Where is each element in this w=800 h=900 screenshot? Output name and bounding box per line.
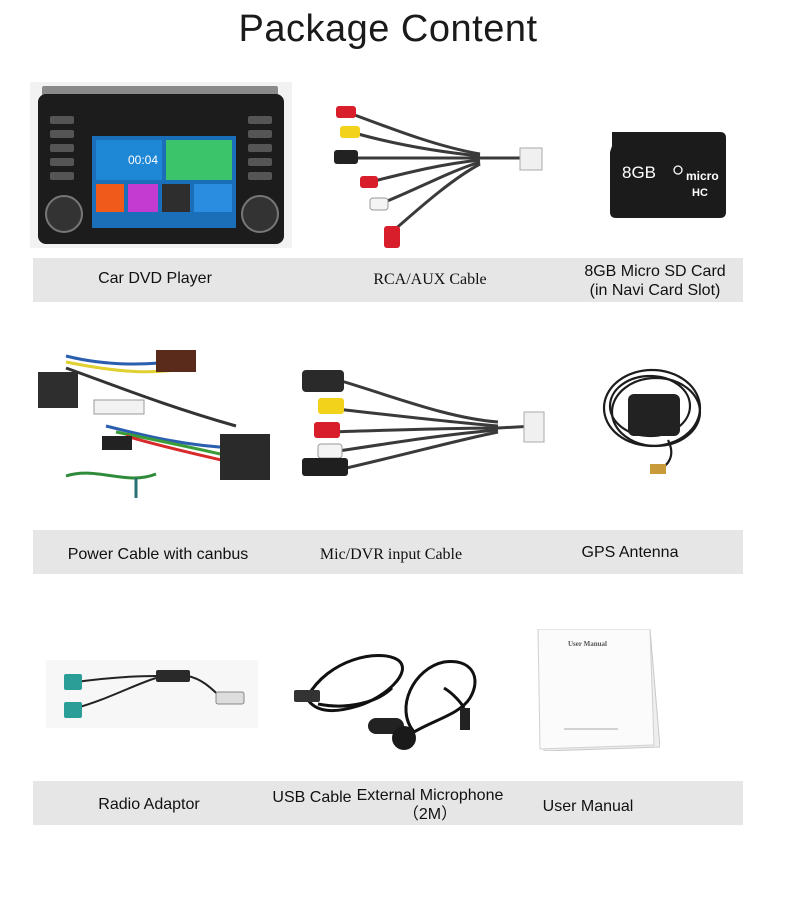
svg-text:micro: micro xyxy=(686,169,719,183)
svg-text:00:04: 00:04 xyxy=(128,153,158,167)
mic-dvr-input-cable-image xyxy=(298,368,548,480)
user-manual-image: User Manual xyxy=(536,629,660,751)
user-manual-label: User Manual xyxy=(542,798,634,815)
svg-text:HC: HC xyxy=(692,187,708,199)
svg-text:User Manual: User Manual xyxy=(568,640,607,648)
radio-adaptor-image xyxy=(46,660,258,728)
usb-cable-image xyxy=(288,640,412,740)
micro-sd-card-image: 8GB micro HC xyxy=(608,132,728,218)
svg-text:8GB: 8GB xyxy=(622,163,656,182)
power-cable-image xyxy=(36,336,280,506)
car-dvd-player-label: Car DVD Player xyxy=(98,270,212,287)
label-band-row-3 xyxy=(33,781,743,825)
rca-aux-cable-label: RCA/AUX Cable xyxy=(373,271,487,288)
mic-dvr-cable-label: Mic/DVR input Cable xyxy=(319,546,463,563)
page-title: Package Content xyxy=(238,8,538,50)
external-microphone-image xyxy=(374,648,492,752)
label-band-row-1 xyxy=(33,258,743,302)
gps-antenna-image xyxy=(598,360,708,486)
external-microphone-label: External Microphone （2M） xyxy=(356,787,504,823)
gps-antenna-label: GPS Antenna xyxy=(581,544,679,561)
radio-adaptor-label: Radio Adaptor xyxy=(98,796,200,813)
label-band-row-2 xyxy=(33,530,743,574)
rca-aux-cable-image xyxy=(330,92,550,252)
micro-sd-card-label: 8GB Micro SD Card (in Navi Card Slot) xyxy=(584,263,726,299)
usb-cable-label: USB Cable xyxy=(272,789,352,806)
car-dvd-player-image: 00:04 xyxy=(30,82,292,248)
power-cable-label: Power Cable with canbus xyxy=(67,546,249,563)
